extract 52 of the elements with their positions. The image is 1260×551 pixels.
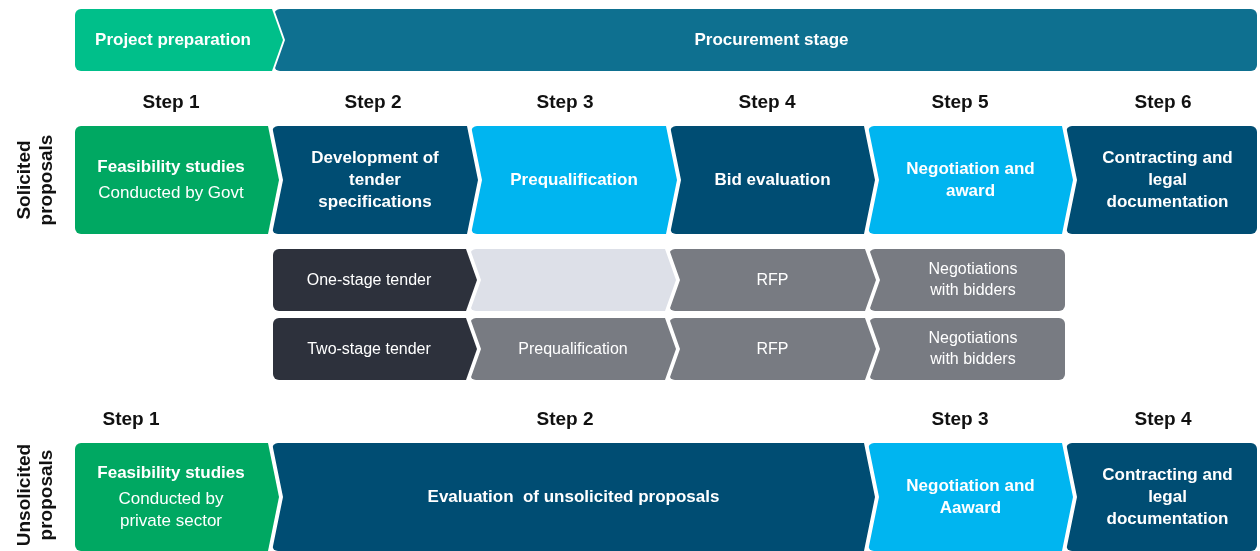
process-step-box [868, 443, 1073, 551]
step-label: Step 2 [536, 408, 594, 430]
process-step-box [868, 126, 1073, 234]
step-label: Step 4 [738, 91, 796, 113]
node-title: Negotiation and award [905, 157, 1036, 202]
step-label: Step 6 [1134, 91, 1192, 113]
node-title: Prequalification [510, 168, 638, 191]
process-step-box [869, 249, 1065, 311]
node-title: Evaluation of unsolicited proposals [427, 485, 720, 508]
step-label: Step 3 [931, 408, 989, 430]
process-step-box [869, 318, 1065, 380]
process-step-box [273, 318, 477, 380]
node-title: Negotiations with bidders [927, 259, 1019, 300]
process-step-box [274, 9, 1257, 71]
process-step-box [669, 318, 876, 380]
node-title: Contracting and legal documentation [1101, 463, 1234, 531]
node-title: Negotiations with bidders [927, 328, 1019, 369]
node-title: Negotiation and Aaward [905, 474, 1036, 519]
node-subtitle: Conducted by Govt [98, 182, 244, 204]
row-heading: Unsolicited proposals [13, 442, 57, 549]
node-title: RFP [756, 338, 789, 359]
node-title: Contracting and legal documentation [1101, 146, 1234, 214]
process-step-box [75, 9, 283, 71]
process-step-box [1066, 443, 1257, 551]
process-step-box [470, 318, 676, 380]
process-step-box [272, 126, 478, 234]
process-step-box [1066, 126, 1257, 234]
node-title: Feasibility studies [97, 155, 245, 178]
node-subtitle: Conducted by private sector [117, 487, 225, 533]
node-title: Two-stage tender [307, 338, 431, 359]
node-title: Development of tender specifications [310, 146, 440, 214]
step-label: Step 1 [102, 408, 160, 430]
node-title: RFP [756, 269, 789, 290]
process-step-box [669, 249, 876, 311]
process-step-box [471, 126, 677, 234]
step-label: Step 1 [142, 91, 200, 113]
node-title: Bid evaluation [714, 168, 831, 191]
node-title: Procurement stage [694, 28, 849, 51]
process-step-box [75, 126, 279, 234]
step-label: Step 5 [931, 91, 989, 113]
step-label: Step 2 [344, 91, 402, 113]
process-step-box [272, 443, 875, 551]
step-label: Step 4 [1134, 408, 1192, 430]
node-title: Project preparation [95, 28, 251, 51]
node-title: Prequalification [518, 338, 628, 359]
row-heading: Solicited proposals [13, 133, 57, 228]
step-label: Step 3 [536, 91, 594, 113]
process-step-box [273, 249, 477, 311]
process-step-box [75, 443, 279, 551]
node-title: One-stage tender [306, 269, 432, 290]
node-title: Feasibility studies [97, 461, 245, 484]
process-step-box [670, 126, 875, 234]
